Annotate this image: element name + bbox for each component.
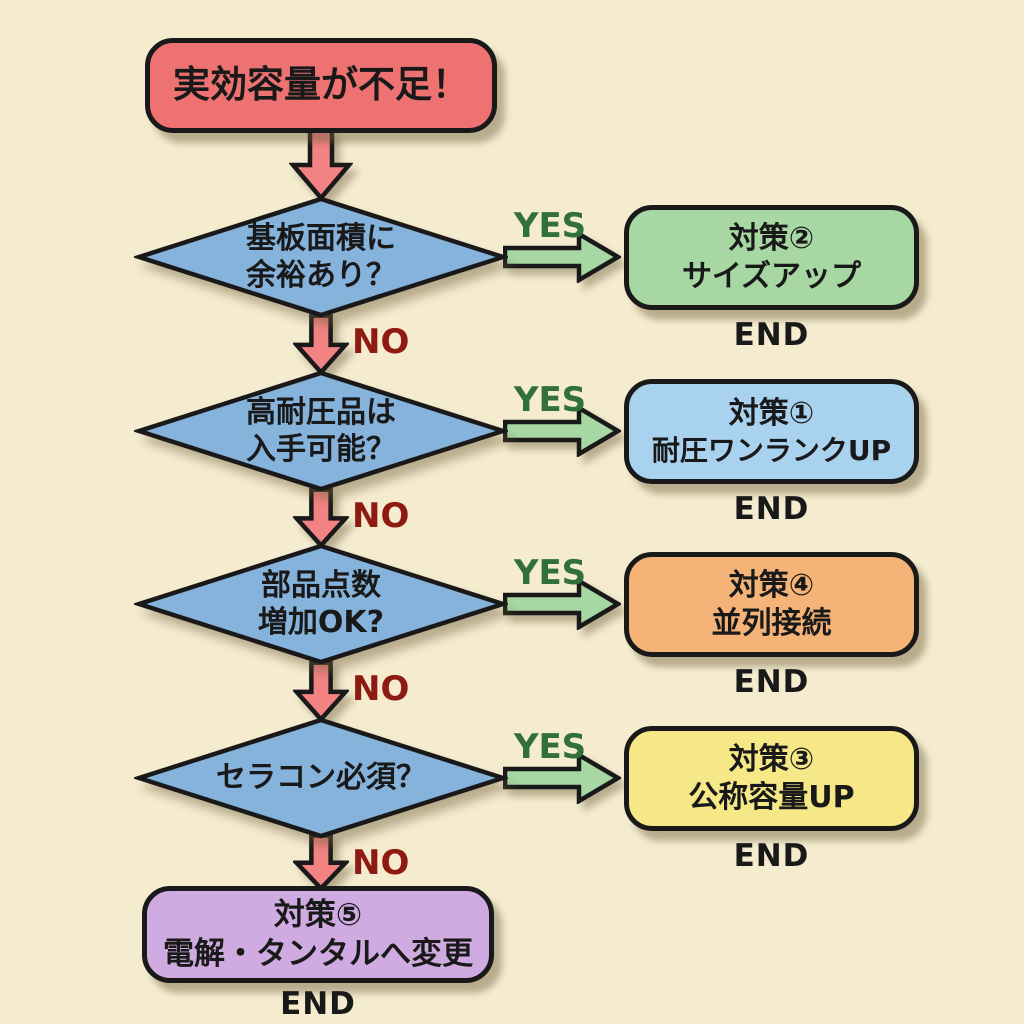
result-subtitle: 公称容量UP bbox=[688, 779, 855, 815]
question-line1: 高耐圧品は bbox=[246, 394, 396, 430]
question-line2: 入手可能？ bbox=[246, 432, 396, 467]
no-label: NO bbox=[352, 322, 410, 362]
question-line2: 増加OK? bbox=[257, 605, 385, 640]
final-title: 対策⑤ bbox=[273, 896, 363, 933]
diamond-shape-icon bbox=[134, 717, 508, 839]
right-arrow-icon bbox=[503, 578, 621, 630]
diamond-shape-icon bbox=[134, 196, 508, 318]
result-node-size-up: 対策② サイズアップ bbox=[624, 205, 919, 310]
right-arrow-icon bbox=[503, 752, 621, 804]
decision-diamond-high-voltage: 高耐圧品は 入手可能？ bbox=[134, 370, 508, 492]
diamond-shape-icon bbox=[134, 543, 508, 665]
decision-question: セラコン必須？ bbox=[134, 717, 508, 839]
right-arrow-icon bbox=[503, 405, 621, 457]
result-node-voltage-rank-up: 対策① 耐圧ワンランクUP bbox=[624, 379, 919, 484]
down-arrow-icon bbox=[293, 314, 349, 374]
question-line1: 部品点数 bbox=[261, 567, 381, 603]
decision-question: 高耐圧品は 入手可能？ bbox=[134, 370, 508, 492]
down-arrow-icon bbox=[293, 661, 349, 721]
end-label: END bbox=[733, 664, 810, 700]
decision-diamond-ceramic-required: セラコン必須？ bbox=[134, 717, 508, 839]
down-arrow-icon bbox=[293, 488, 349, 547]
question-line1: セラコン必須？ bbox=[216, 760, 426, 796]
yes-label: YES bbox=[513, 380, 587, 420]
result-title: 対策② bbox=[728, 221, 815, 256]
result-subtitle: 耐圧ワンランクUP bbox=[651, 433, 892, 467]
question-line2: 余裕あり？ bbox=[246, 258, 396, 293]
end-label: END bbox=[733, 491, 810, 527]
decision-diamond-part-count: 部品点数 増加OK? bbox=[134, 543, 508, 665]
yes-label: YES bbox=[513, 206, 587, 246]
right-arrow-icon bbox=[503, 231, 621, 283]
decision-question: 基板面積に 余裕あり？ bbox=[134, 196, 508, 318]
final-node-change-to-electrolytic-tantalum: 対策⑤ 電解・タンタルへ変更 bbox=[142, 886, 494, 983]
result-subtitle: 並列接続 bbox=[711, 605, 832, 641]
end-label: END bbox=[733, 317, 810, 353]
diamond-shape-icon bbox=[134, 370, 508, 492]
result-title: 対策④ bbox=[728, 568, 815, 603]
result-subtitle: サイズアップ bbox=[681, 258, 862, 294]
result-title: 対策③ bbox=[728, 742, 815, 777]
no-label: NO bbox=[352, 843, 410, 883]
yes-label: YES bbox=[513, 727, 587, 767]
decision-question: 部品点数 増加OK? bbox=[134, 543, 508, 665]
result-node-nominal-capacity-up: 対策③ 公称容量UP bbox=[624, 726, 919, 831]
end-label: END bbox=[733, 838, 810, 874]
end-label: END bbox=[280, 986, 356, 1022]
question-line1: 基板面積に bbox=[246, 220, 396, 256]
no-label: NO bbox=[352, 496, 410, 536]
start-label: 実効容量が不足！ bbox=[173, 63, 469, 107]
result-title: 対策① bbox=[728, 396, 815, 432]
decision-diamond-board-area: 基板面積に 余裕あり？ bbox=[134, 196, 508, 318]
start-node: 実効容量が不足！ bbox=[145, 38, 497, 133]
yes-label: YES bbox=[513, 553, 587, 593]
final-subtitle: 電解・タンタルへ変更 bbox=[163, 935, 473, 972]
down-arrow-icon bbox=[293, 834, 349, 890]
no-label: NO bbox=[352, 669, 410, 709]
down-arrow-icon bbox=[289, 128, 353, 200]
result-node-parallel-connection: 対策④ 並列接続 bbox=[624, 552, 919, 657]
